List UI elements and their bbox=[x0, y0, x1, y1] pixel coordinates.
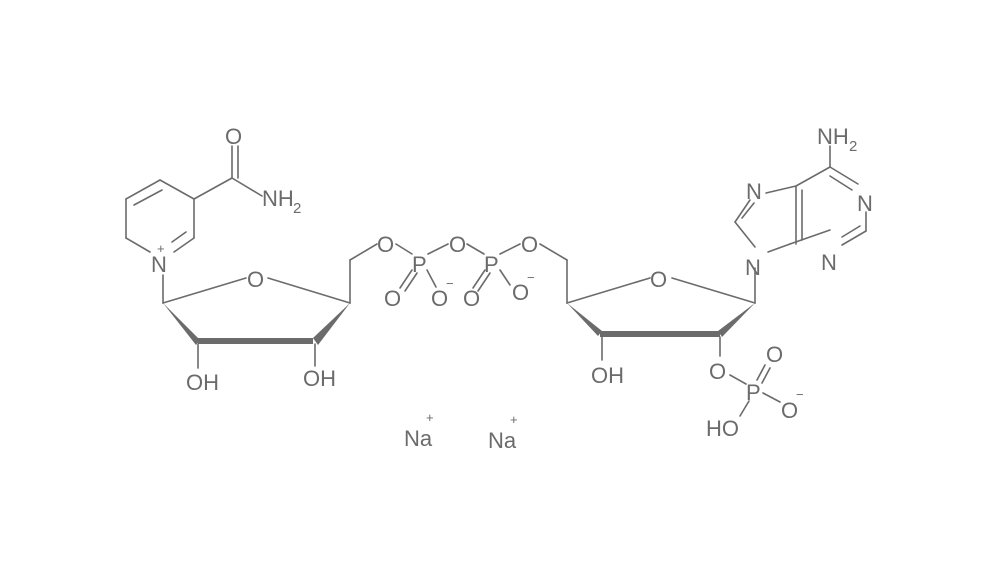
adenine-amino: NH bbox=[817, 124, 849, 149]
adenine-n7: N bbox=[746, 179, 762, 204]
link-oxygen-1: O bbox=[377, 232, 394, 257]
amide-oxygen: O bbox=[225, 124, 242, 149]
ribose1-hydroxyl-left: OH bbox=[186, 370, 219, 395]
pyridinium-charge: + bbox=[157, 241, 165, 256]
ribose-ring-2 bbox=[566, 267, 756, 361]
p3-anionic-oxygen: O bbox=[781, 398, 798, 423]
pyridinium-nitrogen: N bbox=[151, 252, 167, 277]
p2-negative-charge: − bbox=[527, 270, 535, 285]
p3-double-oxygen: O bbox=[766, 342, 783, 367]
adenine-n1: N bbox=[857, 191, 873, 216]
pyridinium-ring bbox=[125, 145, 263, 253]
adenine-n3: N bbox=[821, 250, 837, 275]
phosphorus-2: P bbox=[484, 252, 499, 277]
sodium-ion-2: Na bbox=[488, 428, 517, 453]
sodium-ion-2-charge: + bbox=[510, 412, 518, 427]
adenine-amino-subscript: 2 bbox=[849, 138, 857, 155]
sodium-ion-1: Na bbox=[404, 426, 433, 451]
ribose-ring-1 bbox=[162, 243, 378, 369]
ribose1-ring-oxygen: O bbox=[247, 267, 264, 292]
p2-double-oxygen: O bbox=[463, 286, 480, 311]
phosphorus-1: P bbox=[412, 252, 427, 277]
ribose2-phosphate-oxygen: O bbox=[709, 359, 726, 384]
link-oxygen-2: O bbox=[521, 232, 538, 257]
phosphorus-3: P bbox=[746, 380, 761, 405]
sodium-ion-1-charge: + bbox=[426, 410, 434, 425]
adenine-bonds bbox=[734, 145, 867, 253]
p3-hydroxyl: HO bbox=[706, 416, 739, 441]
p3-negative-charge: − bbox=[796, 387, 804, 402]
p1-double-oxygen: O bbox=[384, 286, 401, 311]
ribose2-hydroxyl: OH bbox=[591, 363, 624, 388]
p1-negative-charge: − bbox=[446, 276, 454, 291]
adenine-n9: N bbox=[745, 255, 761, 280]
ribose1-hydroxyl-right: OH bbox=[303, 366, 336, 391]
bridge-oxygen: O bbox=[449, 232, 466, 257]
amide-nitrogen-subscript: 2 bbox=[293, 200, 301, 217]
amide-nitrogen: NH bbox=[262, 186, 294, 211]
p2-anionic-oxygen: O bbox=[512, 280, 529, 305]
phosphate-2prime-bonds bbox=[729, 364, 781, 417]
pyrophosphate-bonds bbox=[395, 243, 568, 304]
p1-anionic-oxygen: O bbox=[431, 286, 448, 311]
ribose2-ring-oxygen: O bbox=[650, 267, 667, 292]
